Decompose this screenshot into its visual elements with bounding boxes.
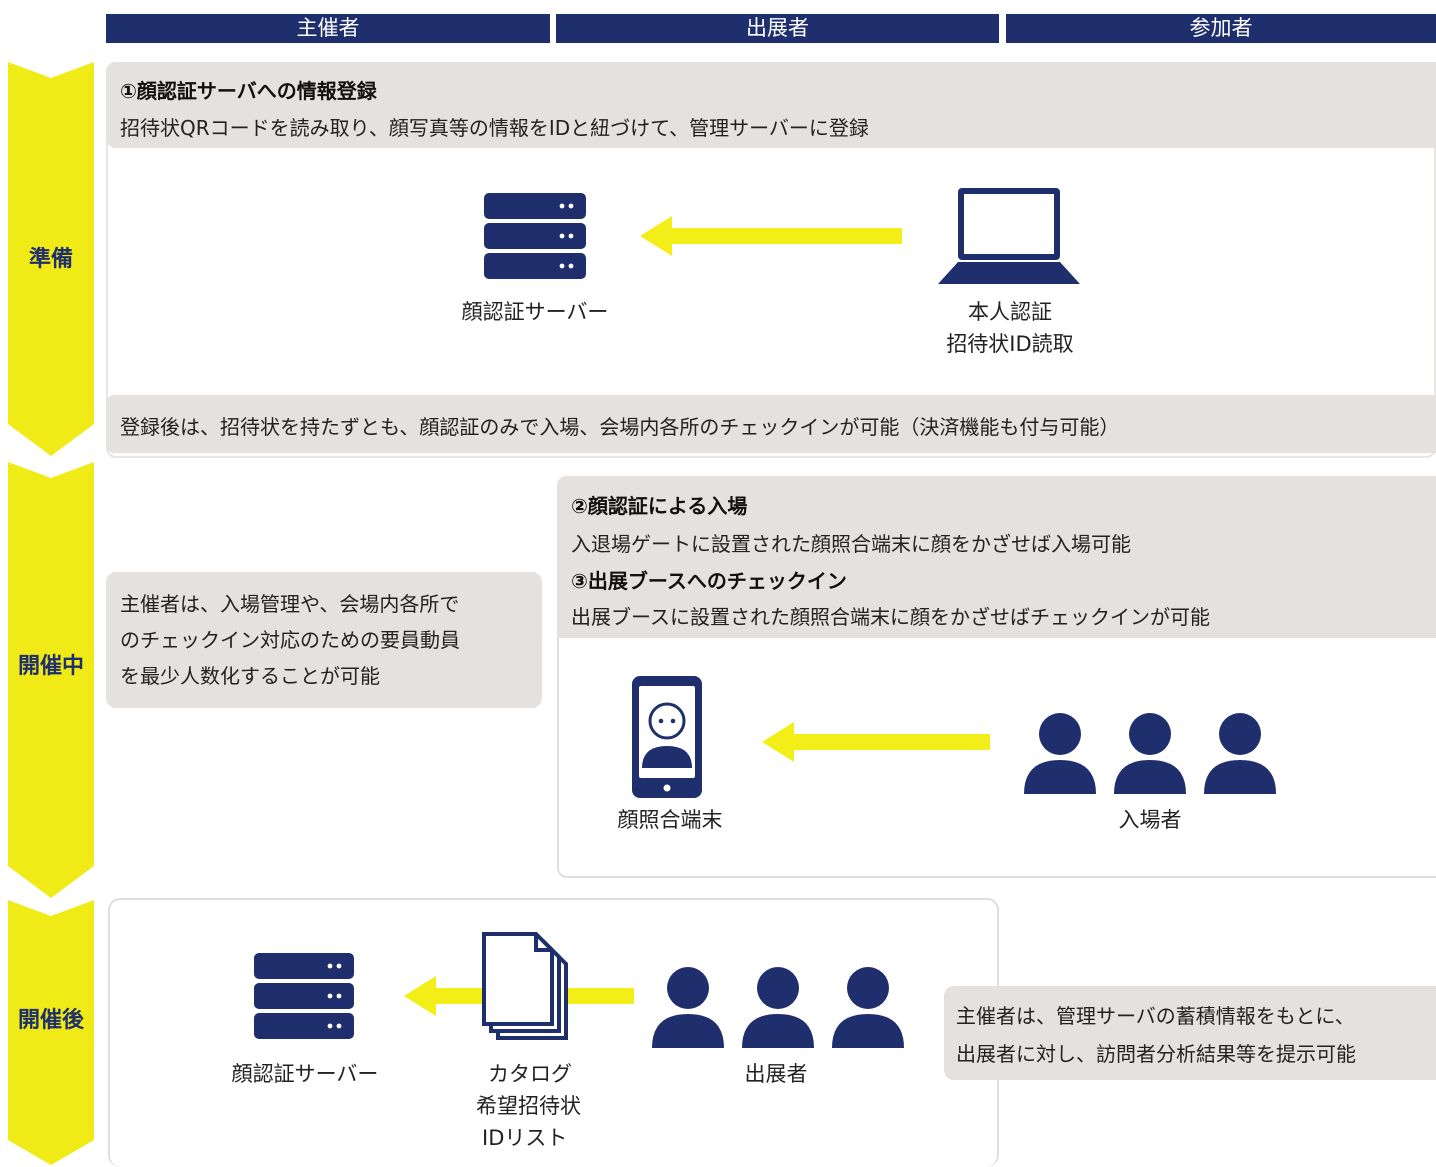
after-server-label: 顔認証サーバー [231, 1062, 379, 1086]
entry-title: ②顔認証による入場 [571, 494, 748, 518]
checkin-title: ③出展ブースへのチェックイン [571, 569, 847, 593]
column-header-participant: 参加者 [1006, 14, 1436, 43]
arrow-left-icon [640, 216, 902, 260]
checkin-description: 出展ブースに設置された顔照合端末に顔をかざせばチェックインが可能 [571, 605, 1210, 629]
column-header-organizer: 主催者 [106, 14, 550, 43]
prep-description: 招待状QRコードを読み取り、顔写真等の情報をIDと紐づけて、管理サーバーに登録 [120, 116, 869, 140]
person-icon [648, 966, 728, 1054]
organizer-note-box: 主催者は、入場管理や、会場内各所で のチェックイン対応のための要員動員 を最少人… [106, 572, 542, 708]
person-icon [738, 966, 818, 1054]
entry-description: 入退場ゲートに設置された顔照合端末に顔をかざせば入場可能 [571, 532, 1131, 556]
prep-header-box: ①顔認証サーバへの情報登録 招待状QRコードを読み取り、顔写真等の情報をIDと紐… [106, 62, 1436, 148]
phase-bar-prep [8, 62, 94, 456]
terminal-label: 顔照合端末 [617, 808, 723, 832]
after-note-line-2: 出展者に対し、訪問者分析結果等を提示可能 [956, 1042, 1356, 1066]
person-icon [1200, 712, 1280, 800]
after-note-box: 主催者は、管理サーバの蓄積情報をもとに、 出展者に対し、訪問者分析結果等を提示可… [944, 986, 1436, 1080]
organizer-note-line-3: を最少人数化することが可能 [120, 664, 380, 688]
server-icon [484, 193, 588, 283]
visitors-label: 入場者 [1118, 808, 1182, 832]
document-stack-icon [480, 930, 572, 1046]
during-header-box: ②顔認証による入場 入退場ゲートに設置された顔照合端末に顔をかざせば入場可能 ③… [557, 476, 1436, 638]
docs-label-3: IDリスト [482, 1126, 568, 1150]
phase-bar-after [8, 900, 94, 1165]
exhibitors-label: 出展者 [744, 1062, 808, 1086]
laptop-label-1: 本人認証 [968, 300, 1052, 324]
prep-note: 登録後は、招待状を持たずとも、顔認証のみで入場、会場内各所のチェックインが可能（… [120, 415, 1120, 439]
prep-title: ①顔認証サーバへの情報登録 [120, 79, 377, 103]
phase-label-after: 開催後 [17, 1008, 84, 1033]
phase-label-during: 開催中 [17, 654, 84, 679]
docs-label-2: 希望招待状 [476, 1094, 581, 1118]
laptop-label-2: 招待状ID読取 [946, 332, 1074, 356]
server-icon [254, 953, 358, 1045]
person-icon [1020, 712, 1100, 800]
phone-face-icon [632, 676, 704, 804]
docs-label-1: カタログ [488, 1062, 572, 1086]
column-header-exhibitor: 出展者 [556, 14, 999, 43]
organizer-note-line-1: 主催者は、入場管理や、会場内各所で [120, 592, 460, 616]
person-icon [1110, 712, 1190, 800]
phase-label-prep: 準備 [28, 247, 73, 272]
arrow-left-icon [762, 722, 990, 766]
laptop-icon [938, 188, 1080, 288]
organizer-note-line-2: のチェックイン対応のための要員動員 [120, 628, 460, 652]
prep-note-box: 登録後は、招待状を持たずとも、顔認証のみで入場、会場内各所のチェックインが可能（… [106, 395, 1436, 453]
person-icon [828, 966, 908, 1054]
prep-server-label: 顔認証サーバー [461, 300, 609, 324]
after-note-line-1: 主催者は、管理サーバの蓄積情報をもとに、 [956, 1004, 1355, 1028]
phase-bar-during [8, 462, 94, 898]
